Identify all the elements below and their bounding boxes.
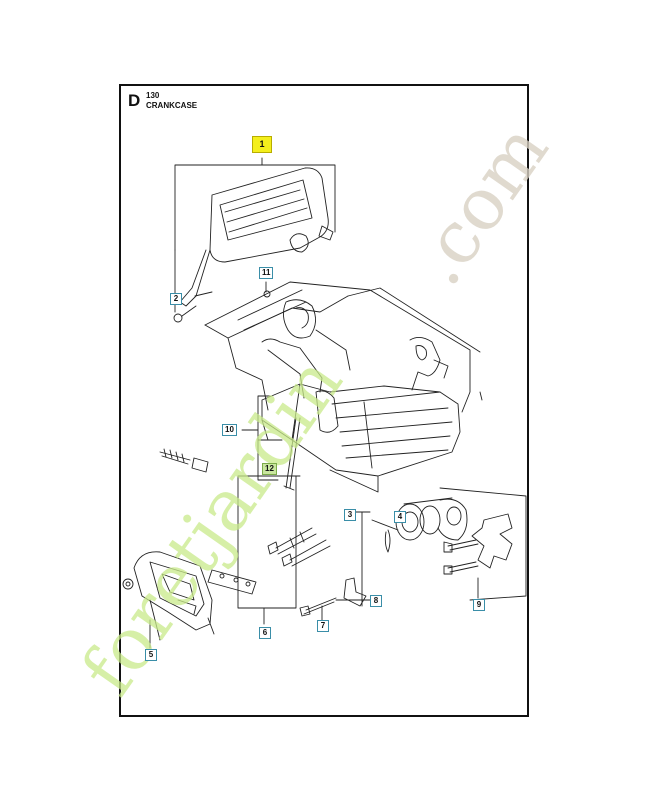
callout-12[interactable]: 12	[262, 463, 277, 475]
spring-part	[159, 448, 209, 473]
chain-brake-drawing	[122, 551, 215, 641]
callout-8[interactable]: 8	[370, 595, 382, 607]
callout-3[interactable]: 3	[344, 509, 356, 521]
callout-6[interactable]: 6	[259, 627, 271, 639]
callout-10[interactable]: 10	[222, 424, 237, 436]
section-letter: D	[128, 91, 141, 110]
section-number: 130	[146, 91, 160, 100]
callout-4[interactable]: 4	[394, 511, 406, 523]
section-name: CRANKCASE	[146, 101, 198, 110]
watermark-left-text: foretjardin	[65, 341, 358, 710]
watermark-right-text: .com	[395, 108, 564, 299]
leader-10	[241, 395, 283, 481]
callout-5[interactable]: 5	[145, 649, 157, 661]
callout-7[interactable]: 7	[317, 620, 329, 632]
callout-1[interactable]: 1	[252, 136, 272, 153]
callout-9[interactable]: 9	[473, 599, 485, 611]
leader-1	[174, 157, 336, 251]
callout-2[interactable]: 2	[170, 293, 182, 305]
oil-pump-drawing	[439, 487, 527, 601]
top-cover-drawing	[173, 167, 334, 323]
callout-11[interactable]: 11	[259, 267, 274, 279]
clutch-drum-drawing	[371, 497, 468, 553]
leader-6	[237, 475, 301, 609]
leader-3	[355, 511, 371, 607]
bar-studs	[267, 527, 331, 567]
crankcase-drawing	[204, 281, 471, 493]
